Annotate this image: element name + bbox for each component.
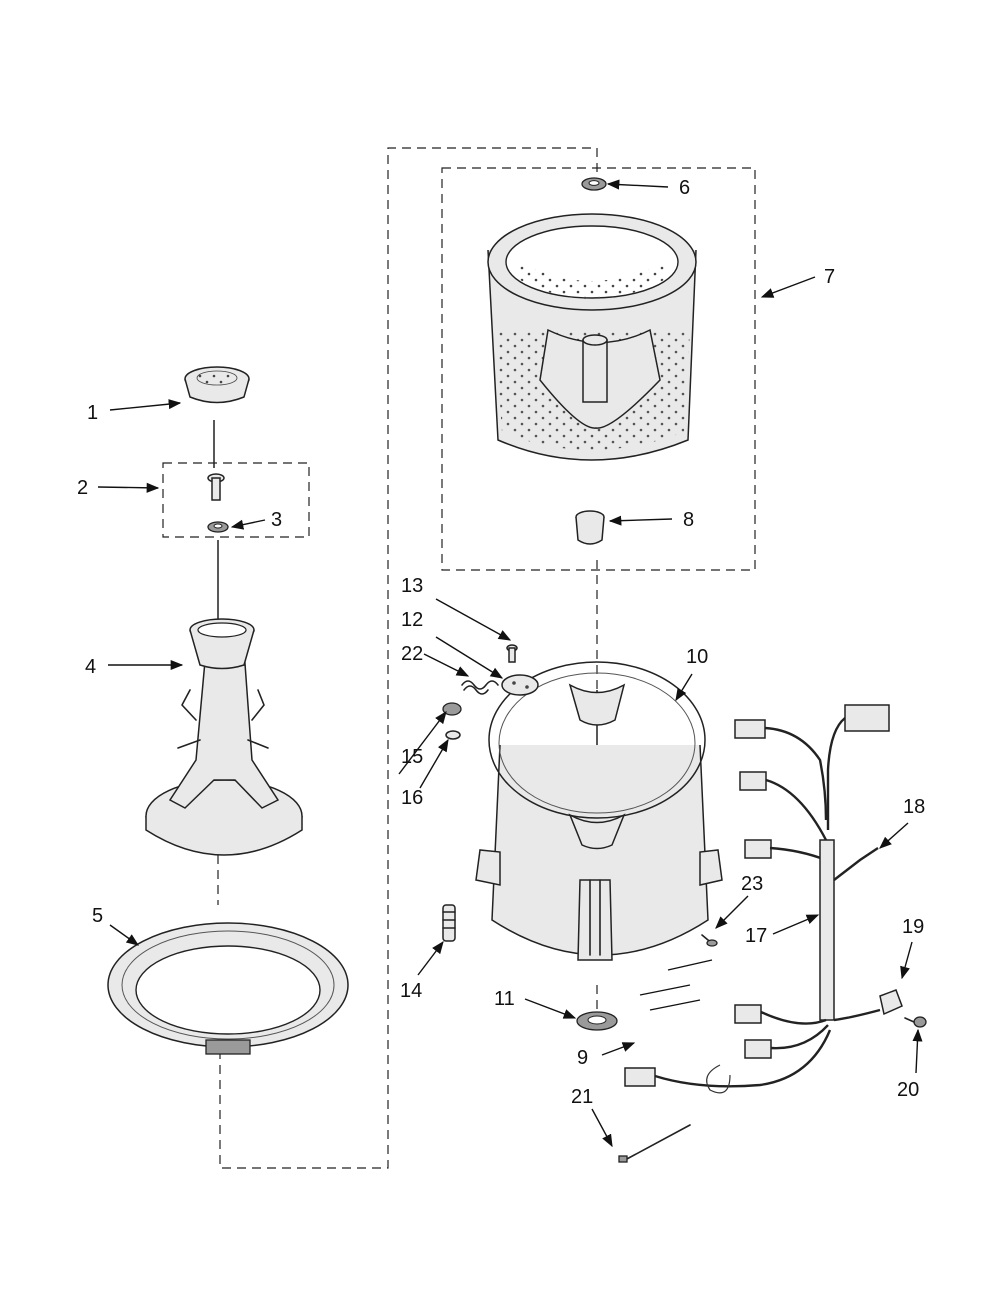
callout-23: 23 [741, 873, 763, 895]
screw-harness-part [904, 1016, 927, 1028]
screw-part [506, 644, 518, 663]
callout-7: 7 [824, 266, 835, 288]
nut-small-part [442, 702, 462, 716]
pin-part [442, 904, 456, 942]
callout-22: 22 [401, 643, 423, 665]
callout-10: 10 [686, 646, 708, 668]
seal-part [576, 1011, 618, 1031]
callout-2: 2 [77, 477, 88, 499]
bracket-part [501, 674, 539, 696]
group-box-basket [441, 167, 756, 571]
wire-harness-part [624, 704, 903, 1094]
callout-5: 5 [92, 905, 103, 927]
ring-part [107, 922, 349, 1055]
washer-part [207, 521, 229, 533]
callout-13: 13 [401, 575, 423, 597]
callout-15: 15 [401, 746, 423, 768]
callout-14: 14 [400, 980, 422, 1002]
basket-part [487, 213, 697, 461]
assembly-connector-line [219, 147, 598, 1169]
fitting-part [701, 934, 718, 947]
nut-part [581, 177, 607, 191]
callout-3: 3 [271, 509, 282, 531]
cable-tie-part [618, 1124, 691, 1163]
callout-8: 8 [683, 509, 694, 531]
callout-11: 11 [494, 988, 515, 1010]
group-box-bolt-kit [162, 462, 310, 538]
tub-part [475, 661, 723, 961]
tie-strap-part [639, 959, 713, 1011]
callout-19: 19 [902, 916, 924, 938]
callout-21: 21 [571, 1086, 593, 1108]
callout-6: 6 [679, 177, 690, 199]
callout-4: 4 [85, 656, 96, 678]
hub-part [145, 618, 303, 856]
spring-part [461, 680, 499, 695]
washer-small-part [445, 730, 461, 740]
callout-9: 9 [577, 1047, 588, 1069]
cap-part [184, 366, 250, 404]
callout-16: 16 [401, 787, 423, 809]
callout-17: 17 [745, 925, 767, 947]
callout-20: 20 [897, 1079, 919, 1101]
callout-18: 18 [903, 796, 925, 818]
coupling-part [575, 510, 605, 545]
callout-1: 1 [87, 402, 98, 424]
leader-lines [97, 179, 923, 1148]
callout-12: 12 [401, 609, 423, 631]
bolt-part [207, 473, 225, 501]
callout-labels: 1 2 3 4 5 6 7 8 9 10 11 12 13 14 15 16 1… [77, 177, 925, 1108]
